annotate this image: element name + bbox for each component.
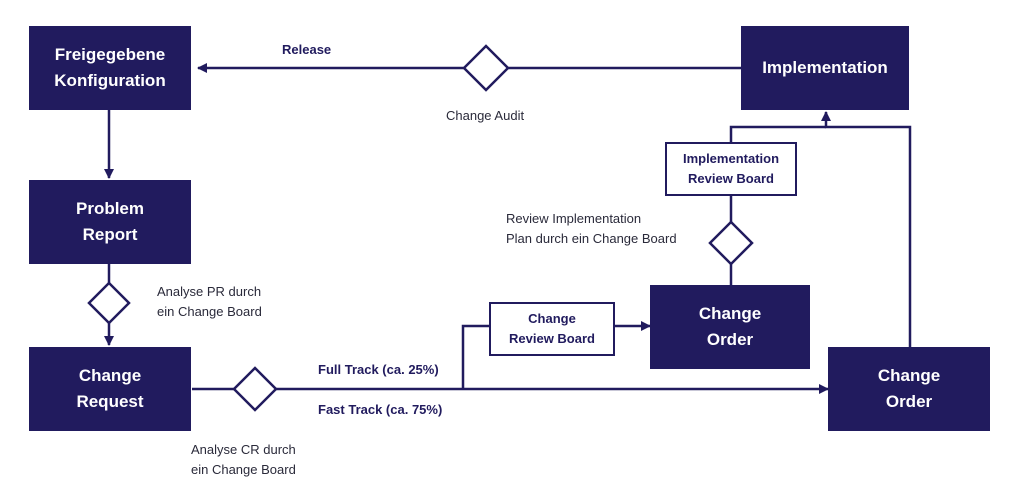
freigegebene-konfiguration-box: Freigegebene Konfiguration bbox=[29, 26, 191, 110]
analyse-pr-label: Analyse PR durch ein Change Board bbox=[157, 284, 262, 319]
release-label: Release bbox=[282, 42, 332, 57]
review-implementation-label: Review Implementation Plan durch ein Cha… bbox=[506, 211, 677, 246]
change-request-box: Change Request bbox=[29, 347, 191, 431]
problem-report-box: Problem Report bbox=[29, 180, 191, 264]
implementation-review-board-box: Implementation Review Board bbox=[665, 142, 797, 196]
change-audit-label: Change Audit bbox=[446, 108, 525, 123]
change-order-right-box: Change Order bbox=[828, 347, 990, 431]
full-track-label: Full Track (ca. 25%) bbox=[318, 362, 439, 377]
analyse-cr-diamond bbox=[232, 366, 278, 412]
connector-impl-board-to-implementation bbox=[729, 125, 826, 142]
connector-order-right-to-implementation bbox=[821, 111, 912, 347]
analyse-pr-diamond bbox=[87, 281, 131, 325]
analyse-cr-label: Analyse CR durch ein Change Board bbox=[191, 442, 296, 477]
change-review-board-box: Change Review Board bbox=[489, 302, 615, 356]
review-implementation-diamond bbox=[708, 220, 754, 266]
change-audit-diamond bbox=[462, 44, 510, 92]
implementation-box: Implementation bbox=[741, 26, 909, 110]
connector-full-track bbox=[461, 324, 489, 389]
fast-track-label: Fast Track (ca. 75%) bbox=[318, 402, 443, 417]
change-order-top-box: Change Order bbox=[650, 285, 810, 369]
